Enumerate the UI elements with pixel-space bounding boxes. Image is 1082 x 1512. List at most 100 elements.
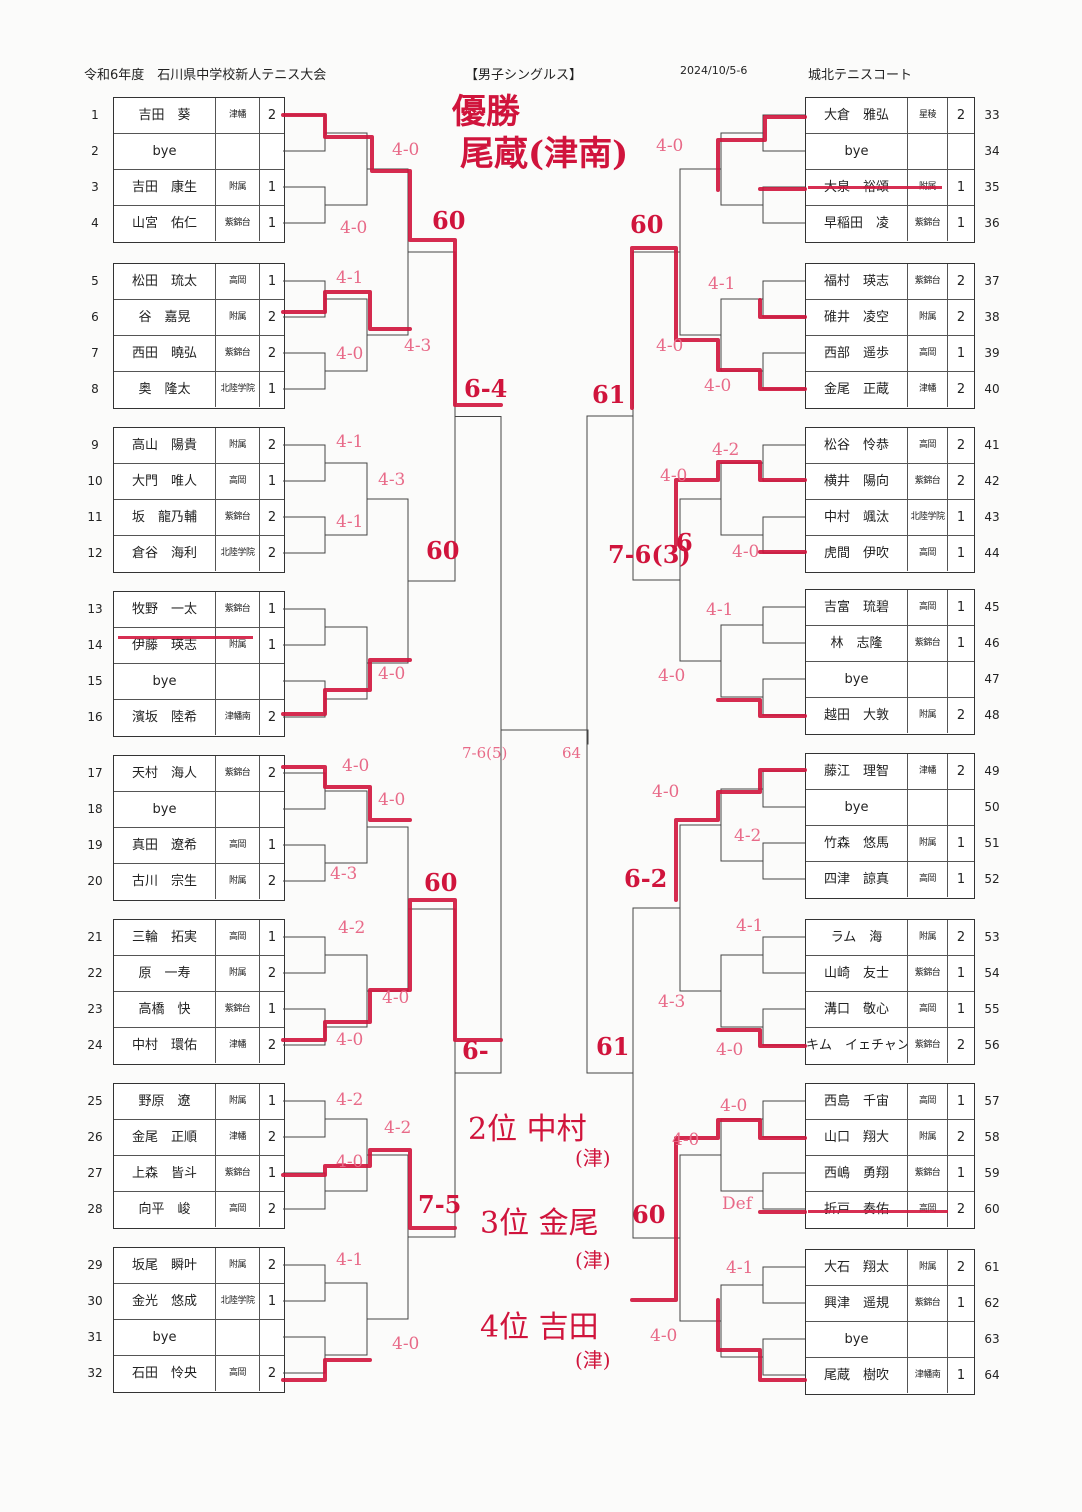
player-seed: 2: [267, 766, 277, 781]
player-school: 附属: [908, 920, 948, 955]
draw-number: 43: [984, 510, 1000, 524]
player-school: 附属: [216, 428, 260, 463]
player-name: 古川 宗生: [114, 864, 216, 899]
withdrawn-strike: [808, 1210, 948, 1213]
player-name: bye: [806, 662, 908, 697]
draw-number: 29: [87, 1258, 103, 1272]
player-row: 山口 翔大附属 2: [806, 1120, 974, 1156]
player-name: ラム 海: [806, 920, 908, 955]
player-school: 附属: [216, 864, 260, 899]
player-row: bye: [806, 662, 974, 698]
match-score: 4-0: [658, 666, 686, 686]
draw-number: 42: [984, 474, 1000, 488]
draw-number: 19: [87, 838, 103, 852]
match-score: 60: [424, 868, 458, 897]
player-name: 谷 嘉晃: [114, 300, 216, 335]
player-seed: 1: [267, 382, 277, 397]
player-school: [908, 790, 948, 825]
winner-title: 優勝: [452, 92, 520, 132]
player-row: bye: [806, 1322, 974, 1358]
player-seed: 1: [956, 636, 966, 651]
second-place: 2位 中村: [468, 1112, 587, 1147]
player-row: bye: [114, 134, 284, 170]
match-score: 6-2: [624, 864, 668, 893]
player-school: 附属: [908, 698, 948, 733]
player-seed: 2: [956, 108, 966, 123]
player-name: 大石 翔太: [806, 1250, 908, 1285]
player-name: 高橋 快: [114, 992, 216, 1027]
draw-number: 60: [984, 1202, 1000, 1216]
player-row: bye: [114, 792, 284, 828]
player-seed: 2: [956, 764, 966, 779]
player-name: 西嶋 勇翔: [806, 1156, 908, 1191]
player-seed: 2: [267, 966, 277, 981]
draw-number: 58: [984, 1130, 1000, 1144]
player-school: 附属: [908, 826, 948, 861]
match-score: 4-3: [404, 336, 432, 356]
player-seed: 1: [956, 966, 966, 981]
player-seed: 2: [267, 1366, 277, 1381]
player-seed: 1: [956, 836, 966, 851]
player-name: 中村 颯汰: [806, 500, 908, 535]
player-name: 金光 悠成: [114, 1284, 216, 1319]
player-school: 高岡: [216, 1192, 260, 1227]
player-school: 高岡: [216, 828, 260, 863]
match-score: 4-2: [712, 440, 740, 460]
match-score: 4-1: [708, 274, 736, 294]
match-score: 4-0: [656, 336, 684, 356]
player-seed: 2: [267, 108, 277, 123]
player-name: 山口 翔大: [806, 1120, 908, 1155]
player-seed: 2: [956, 1130, 966, 1145]
draw-number: 4: [91, 216, 99, 230]
player-row: 折戸 奏佑高岡2: [806, 1192, 974, 1228]
draw-number: 26: [87, 1130, 103, 1144]
player-seed: 1: [267, 930, 277, 945]
match-score: 4-0: [652, 782, 680, 802]
player-seed: 2: [956, 930, 966, 945]
draw-number: 44: [984, 546, 1000, 560]
draw-number: 10: [87, 474, 103, 488]
player-school: 紫錦台: [216, 756, 260, 791]
player-school: 高岡: [908, 1084, 948, 1119]
draw-number: 5: [91, 274, 99, 288]
match-score: 4-0: [382, 988, 410, 1008]
player-name: 竹森 悠馬: [806, 826, 908, 861]
draw-number: 6: [91, 310, 99, 324]
player-seed: 2: [267, 1038, 277, 1053]
match-score: 4-1: [336, 1250, 364, 1270]
match-score: 7-6(3): [608, 540, 691, 569]
player-name: bye: [806, 134, 908, 169]
player-name: 上森 皆斗: [114, 1156, 216, 1191]
match-score: 4-0: [720, 1096, 748, 1116]
match-score: 4-0: [716, 1040, 744, 1060]
player-row: bye: [806, 134, 974, 170]
player-seed: 2: [267, 438, 277, 453]
draw-number: 38: [984, 310, 1000, 324]
draw-number: 3: [91, 180, 99, 194]
match-score: 4-1: [706, 600, 734, 620]
player-name: 松田 琉太: [114, 264, 216, 299]
player-school: 高岡: [216, 264, 260, 299]
match-score: 60: [432, 206, 466, 235]
player-school: 附属: [908, 1120, 948, 1155]
player-seed: 2: [267, 710, 277, 725]
match-score: 4-0: [704, 376, 732, 396]
player-seed: 2: [956, 310, 966, 325]
draw-number: 41: [984, 438, 1000, 452]
player-name: 濱坂 陸希: [114, 700, 216, 735]
